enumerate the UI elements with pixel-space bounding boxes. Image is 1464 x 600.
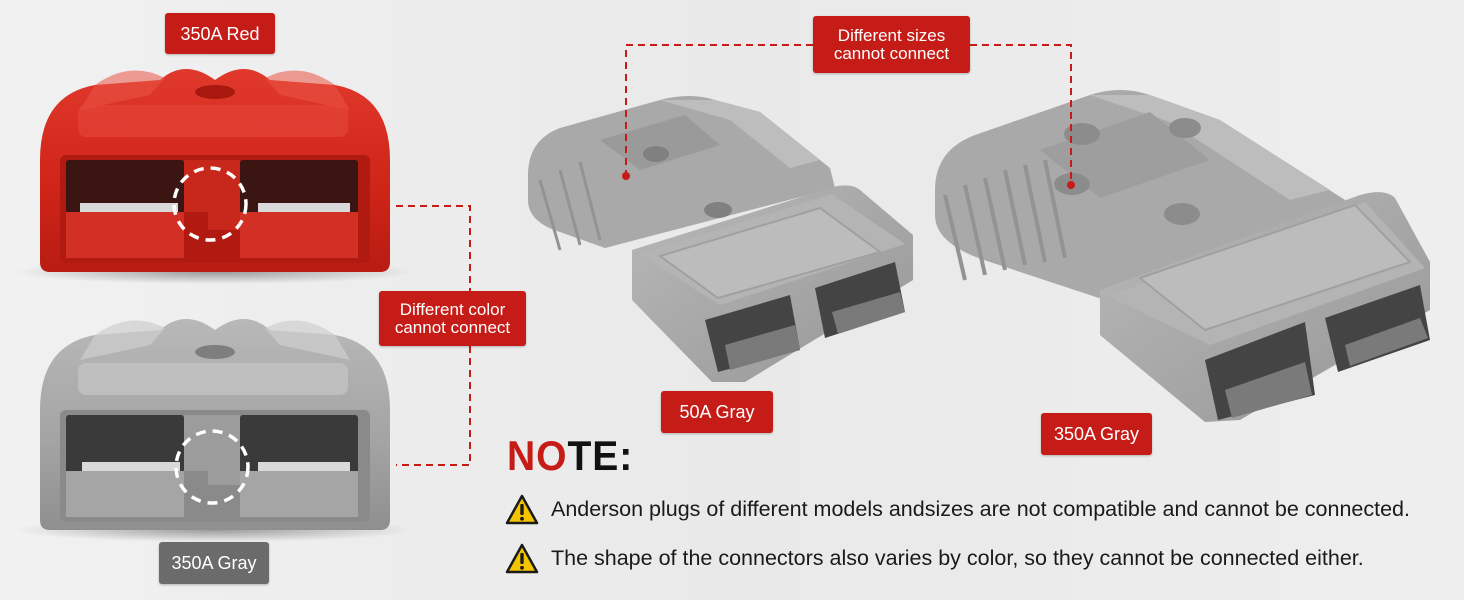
color-callout-connector-line xyxy=(396,205,471,466)
warning-icon xyxy=(505,494,539,525)
size-callout-connector-line xyxy=(625,44,1072,183)
note-item-1-text: Anderson plugs of different models andsi… xyxy=(551,497,1410,521)
note-title: NOTE: xyxy=(507,432,633,480)
gray-350a-right-label: 350A Gray xyxy=(1041,413,1152,455)
warning-icon xyxy=(505,543,539,574)
different-color-line1: Different color xyxy=(399,299,506,319)
different-sizes-line1: Different sizes xyxy=(837,25,946,45)
gray-350a-iso-connector xyxy=(935,90,1430,422)
red-350a-label: 350A Red xyxy=(165,13,275,54)
gray-50a-connector xyxy=(528,96,913,382)
note-title-black: TE: xyxy=(567,432,634,479)
note-item-2-text: The shape of the connectors also varies … xyxy=(551,546,1364,570)
different-sizes-callout: Different sizes cannot connect xyxy=(813,16,970,73)
red-350a-connector xyxy=(15,69,415,284)
gray-350a-front-connector xyxy=(15,319,415,542)
size-callout-dot-left xyxy=(622,172,630,180)
different-color-callout: Different color cannot connect xyxy=(379,291,526,346)
size-callout-dot-right xyxy=(1067,181,1075,189)
different-color-line2: cannot connect xyxy=(394,317,511,337)
note-item-2: The shape of the connectors also varies … xyxy=(505,543,1364,574)
different-sizes-line2: cannot connect xyxy=(833,43,950,63)
note-title-red: NO xyxy=(507,432,568,479)
gray-50a-label: 50A Gray xyxy=(661,391,773,433)
gray-350a-left-label: 350A Gray xyxy=(159,542,269,584)
note-item-1: Anderson plugs of different models andsi… xyxy=(505,494,1410,525)
